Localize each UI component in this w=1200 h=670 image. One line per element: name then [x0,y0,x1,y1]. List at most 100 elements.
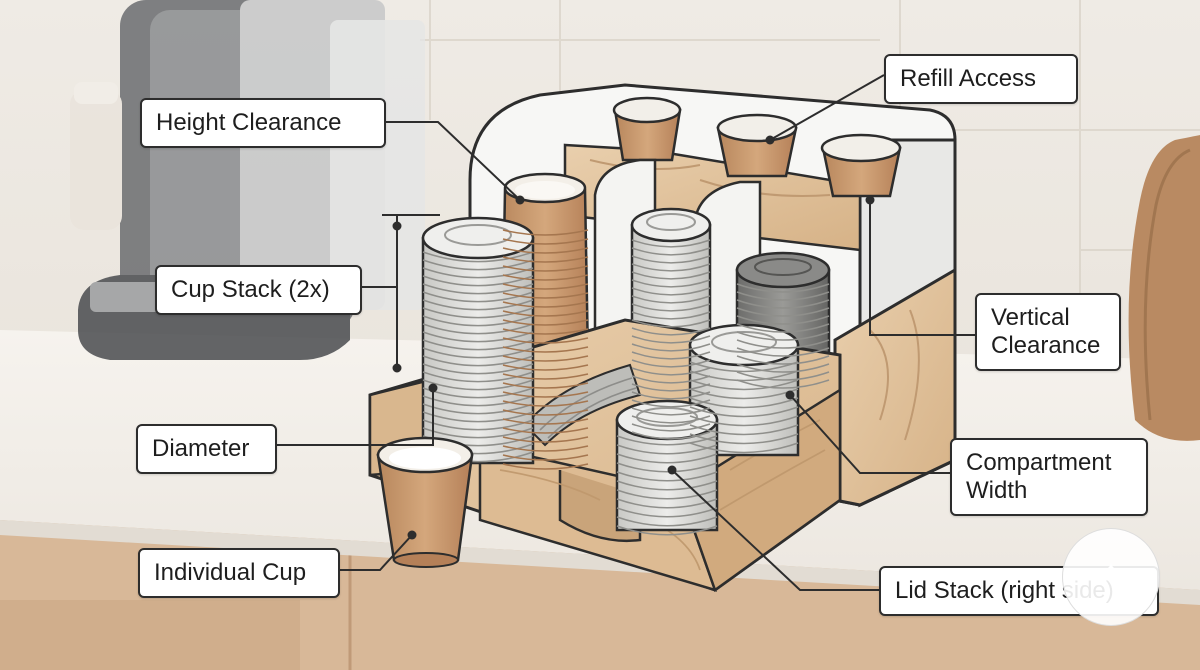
stack-ridge [616,516,718,527]
label-individual-cup: Individual Cup [138,548,340,598]
stack-ridge [422,347,534,359]
stack-ridge [616,435,718,446]
cup-ridge [502,436,589,443]
cup-ridge [502,283,589,290]
stack-ridge [616,444,718,455]
stack-ridge [616,471,718,482]
stack-ridge [422,419,534,431]
cup-ridge [502,355,589,362]
stack-ridge [631,239,711,248]
stack-ridge [631,415,711,424]
stack-ridge [689,406,799,418]
stack-ridge [631,255,711,264]
stack-ridge [422,323,534,335]
stack-ridge [631,311,711,320]
stack-ridge [631,295,711,304]
stack-ridge [736,283,830,293]
stack-ridge [689,397,799,409]
stack-ridge [616,480,718,491]
label-cup-stack: Cup Stack (2x) [155,265,362,315]
label-vertical-clearance: Vertical Clearance [975,293,1121,371]
cup-ridge [502,409,589,416]
stack-ridge [689,370,799,382]
label-diameter: Diameter [136,424,277,474]
stack-ridge [736,331,830,341]
cup-ridge [502,238,589,245]
leader-dots [407,135,875,540]
stack-ridge [631,367,711,376]
stack-ridge [736,347,830,357]
stack-ridge [631,287,711,296]
stack-ridge [422,395,534,407]
watermark-badge: ✦ [1062,528,1160,626]
stack-ridge [736,299,830,309]
stack-ridge [616,462,718,473]
stack-ridge [689,433,799,445]
cup-ridge [502,373,589,380]
flat-lid-pile [523,363,642,447]
dimension-bracket [382,214,440,373]
stack-ridge [631,383,711,392]
cup-ridge [502,265,589,272]
stack-ridge [422,339,534,351]
cup-ridge [502,337,589,344]
stack-ridge [422,251,534,263]
stack-ridge [422,267,534,279]
stack-ridge [631,327,711,336]
stack-ridge [422,371,534,383]
stack-ridge [689,424,799,436]
cup-ridge [502,328,589,335]
stack-ridge [422,275,534,287]
cup-ridge [502,310,589,317]
back-cups [612,96,902,198]
cup-ridge [502,400,589,407]
cup-ridge [502,247,589,254]
leader-lines [277,74,975,591]
stack-ridge [736,323,830,333]
stack-ridge [631,247,711,256]
cup-ridge [502,364,589,371]
watermark-icon: ✦ [1101,559,1121,584]
cup-ridge [502,445,589,452]
cup-ridge [502,382,589,389]
stack-ridge [736,371,830,381]
stack-ridge [616,489,718,500]
stack-ridge [736,339,830,349]
cup-ridge [502,427,589,434]
stack-ridge [689,442,799,454]
stack-ridge [616,507,718,518]
stack-ridge [736,363,830,373]
cup-ridge [502,301,589,308]
label-compartment-width: Compartment Width [950,438,1148,516]
stack-ridge [631,351,711,360]
stack-ridge [616,453,718,464]
stack-ridge [422,403,534,415]
stack-ridge [422,259,534,271]
stack-ridge [422,363,534,375]
stack-ridge [736,307,830,317]
cup-ridge [502,319,589,326]
stack-ridge [689,379,799,391]
cup-ridge [502,292,589,299]
stack-ridge [736,315,830,325]
stack-ridge [631,335,711,344]
cup-ridge [502,229,589,236]
stack-ridge [422,331,534,343]
stack-ridge [631,343,711,352]
stack-ridge [631,359,711,368]
cup-ridge [502,391,589,398]
label-height-clearance: Height Clearance [140,98,386,148]
stack-ridge [631,375,711,384]
cup-ridge [502,463,589,470]
cup-ridge [502,274,589,281]
cup-ridge [502,256,589,263]
stack-ridge [631,263,711,272]
stack-ridge [631,423,711,432]
cup-ridge [502,346,589,353]
stack-ridge [616,525,718,536]
stack-ridge [422,307,534,319]
stack-ridge [631,279,711,288]
cup-ridge [502,454,589,461]
stack-ridge [736,355,830,365]
